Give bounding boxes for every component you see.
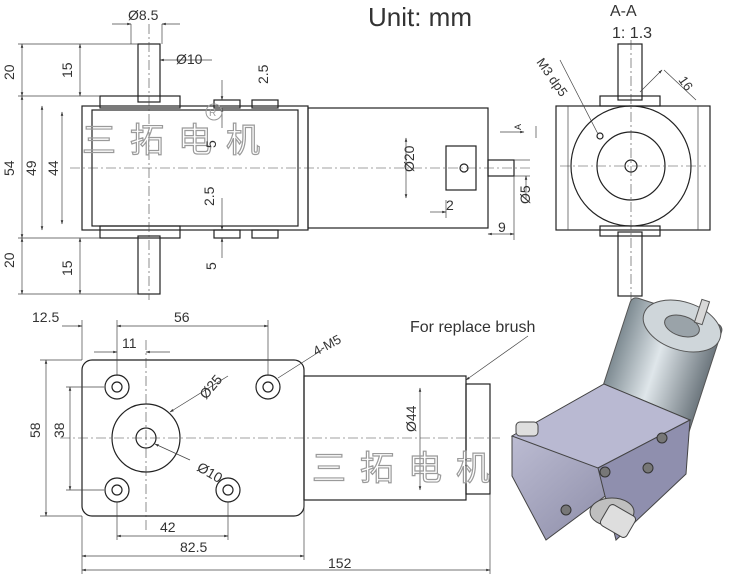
top-view bbox=[18, 22, 537, 300]
unit-label: Unit: mm bbox=[368, 2, 472, 32]
dimension-label: 2 bbox=[446, 197, 454, 213]
watermark-text-1: 三拓电机 bbox=[82, 121, 274, 161]
depth-label: 16 bbox=[676, 73, 697, 93]
dimension-label: 42 bbox=[160, 519, 176, 535]
dimension-label: 11 bbox=[122, 335, 137, 351]
dimension-label: Ø20 bbox=[401, 145, 417, 172]
watermark: 三拓电机 三拓电机 R bbox=[81, 103, 504, 490]
dimension-label: 44 bbox=[45, 160, 61, 176]
section-view bbox=[555, 40, 711, 300]
dimension-label: 9 bbox=[498, 219, 506, 235]
section-body-outline bbox=[555, 105, 711, 231]
section-title: A-A bbox=[610, 3, 637, 20]
dimension-label: Ø44 bbox=[403, 405, 419, 432]
holes-callout: 4-M5 bbox=[310, 331, 343, 358]
motor-3d-render bbox=[510, 297, 723, 541]
dimension-label: 12.5 bbox=[32, 309, 59, 325]
dimension-label: 15 bbox=[59, 62, 75, 78]
front-view bbox=[40, 320, 529, 574]
dimension-label: 38 bbox=[51, 422, 67, 438]
dimension-label: 58 bbox=[27, 422, 43, 438]
section-arrow-label: A bbox=[513, 124, 523, 130]
dimension-label: 152 bbox=[328, 555, 352, 571]
dimension-label: 5 bbox=[203, 262, 219, 270]
dimension-label: 5 bbox=[203, 140, 219, 148]
section-scale: 1: 1.3 bbox=[612, 25, 652, 42]
dimension-label: 20 bbox=[1, 64, 17, 80]
dimension-label: 2.5 bbox=[201, 186, 217, 206]
dimension-label: Ø5 bbox=[517, 185, 533, 204]
dimension-label: Ø8.5 bbox=[128, 7, 159, 23]
dimension-label: 49 bbox=[23, 160, 39, 176]
dimension-label: Ø10 bbox=[195, 459, 226, 486]
dimension-label: Ø10 bbox=[176, 51, 203, 67]
dimension-label: 15 bbox=[59, 260, 75, 276]
dimension-label: Ø25 bbox=[196, 371, 225, 402]
brush-callout: For replace brush bbox=[410, 319, 535, 336]
dimension-label: 56 bbox=[174, 309, 190, 325]
dimension-label: 2.5 bbox=[255, 64, 271, 84]
registered-mark: R bbox=[209, 108, 216, 119]
dimension-label: 82.5 bbox=[180, 539, 207, 555]
watermark-text-2: 三拓电机 bbox=[312, 449, 504, 489]
dimension-label: 54 bbox=[1, 160, 17, 176]
thread-label: M3 dp5 bbox=[534, 55, 571, 99]
dimension-label: 20 bbox=[1, 252, 17, 268]
